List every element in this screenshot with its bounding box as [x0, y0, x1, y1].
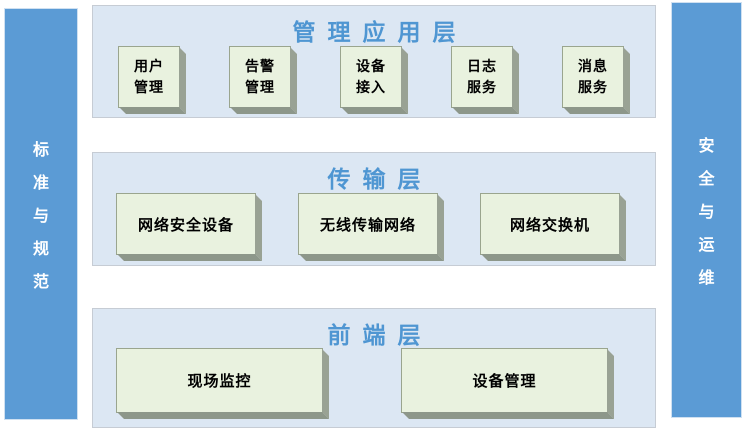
panel-title-frontend: 前端层: [327, 322, 433, 348]
panel-frontend-layer: 前端层 现场监控 设备管理: [92, 308, 656, 428]
box-label: 消息服务: [578, 58, 608, 95]
box-network-switch: 网络交换机: [480, 193, 620, 255]
box-label: 现场监控: [187, 373, 252, 390]
box-row: 用户管理 告警管理 设备接入 日志服务 消息服务: [93, 46, 655, 108]
box-label: 网络安全设备: [137, 216, 234, 234]
box-device-management: 设备管理: [401, 348, 608, 413]
box-label: 网络交换机: [509, 216, 590, 234]
box-network-security-device: 网络安全设备: [116, 193, 256, 255]
box-label: 用户管理: [134, 58, 164, 95]
box-row: 现场监控 设备管理: [93, 348, 655, 413]
sidebar-security-operations: 安全与运维: [671, 2, 742, 418]
box-label: 设备接入: [356, 58, 386, 95]
sidebar-standards-specifications: 标准与规范: [4, 8, 78, 420]
box-wireless-transmission-network: 无线传输网络: [298, 193, 438, 255]
sidebar-security-label: 安全与运维: [698, 138, 715, 287]
box-message-service: 消息服务: [562, 46, 624, 108]
box-label: 无线传输网络: [319, 216, 416, 234]
sidebar-standards-label: 标准与规范: [32, 142, 49, 291]
box-user-management: 用户管理: [118, 46, 180, 108]
panel-title-management-application: 管理应用层: [292, 19, 468, 45]
box-onsite-monitoring: 现场监控: [116, 348, 323, 413]
box-device-access: 设备接入: [340, 46, 402, 108]
panel-title-transport: 传输层: [327, 166, 433, 192]
box-log-service: 日志服务: [451, 46, 513, 108]
box-label: 日志服务: [467, 58, 497, 95]
panel-management-application-layer: 管理应用层 用户管理 告警管理 设备接入 日志服务 消息服务: [92, 5, 656, 118]
box-alarm-management: 告警管理: [229, 46, 291, 108]
panel-transport-layer: 传输层 网络安全设备 无线传输网络 网络交换机: [92, 152, 656, 266]
box-label: 设备管理: [472, 373, 537, 390]
box-row: 网络安全设备 无线传输网络 网络交换机: [93, 193, 655, 255]
box-label: 告警管理: [245, 58, 275, 95]
